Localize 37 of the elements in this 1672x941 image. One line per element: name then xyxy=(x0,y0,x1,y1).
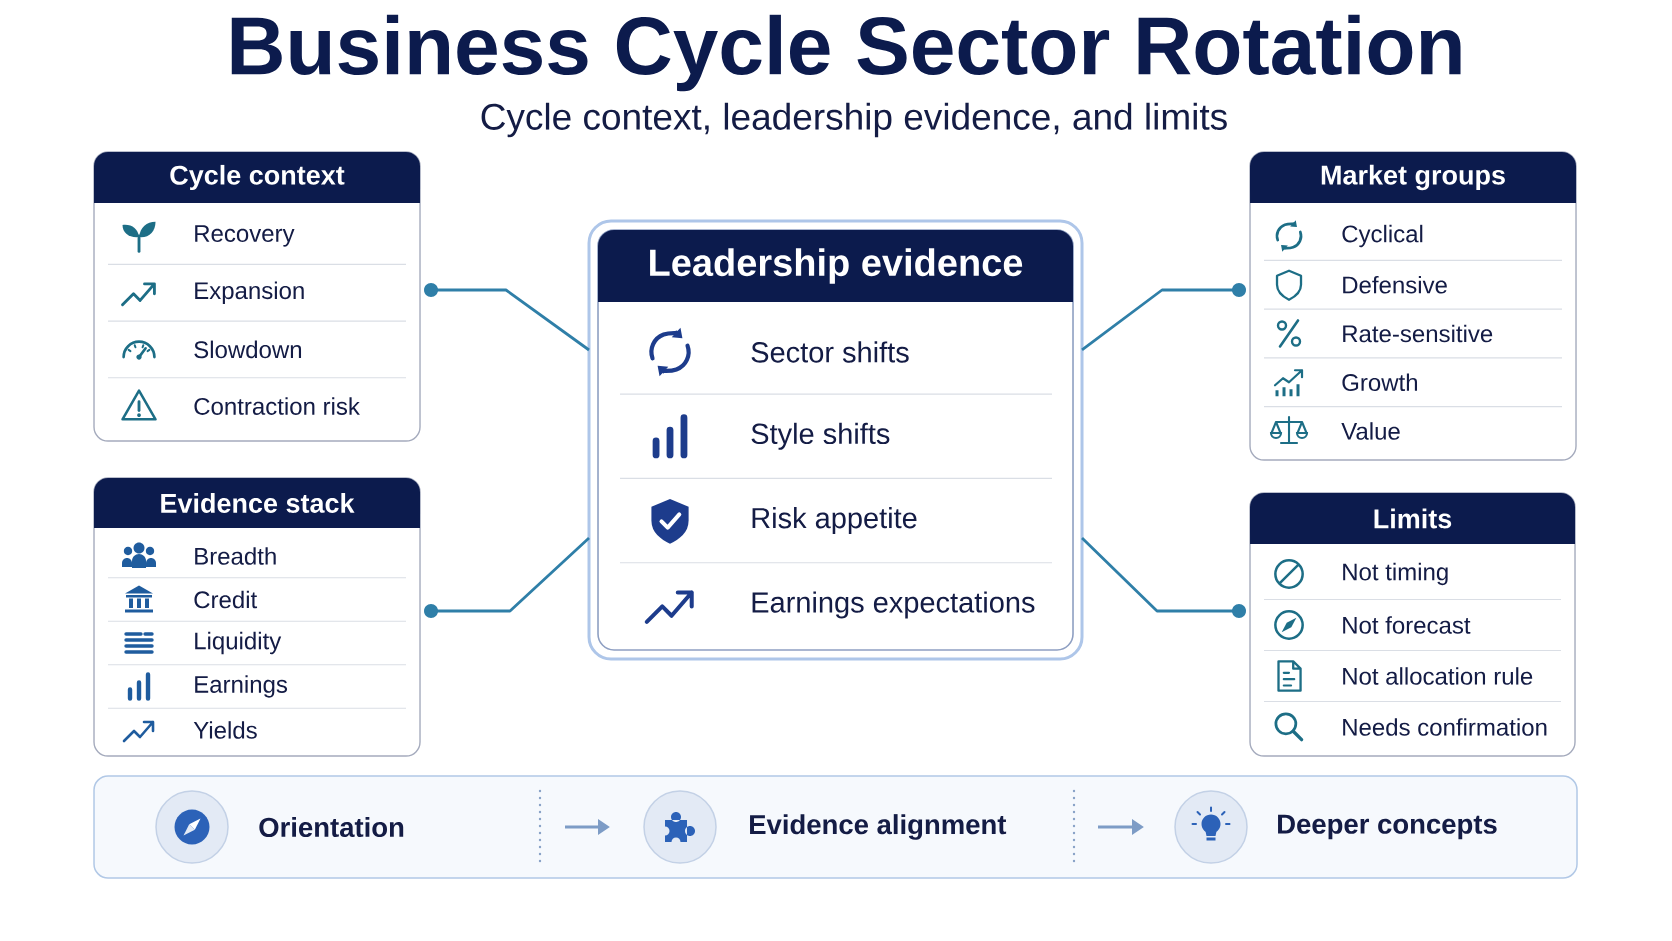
list-item: Value xyxy=(1341,422,1400,440)
list-item: Contraction risk xyxy=(194,397,360,415)
panel-header: Cycle context xyxy=(94,152,420,203)
list-item: Risk appetite xyxy=(752,507,917,535)
list-item: Not allocation rule xyxy=(1343,667,1533,685)
panel-header: Evidence stack xyxy=(94,478,420,528)
list-item: Earnings expectations xyxy=(752,591,1035,619)
list-item: Recovery xyxy=(195,225,295,247)
list-item: Not timing xyxy=(1343,562,1448,586)
list-item: Yields xyxy=(193,721,257,739)
step-label: Orientation xyxy=(259,816,404,838)
list-item: Slowdown xyxy=(194,340,302,359)
list-item: Needs confirmation xyxy=(1343,718,1547,736)
list-item: Sector shifts xyxy=(751,341,909,363)
panel-header: Market groups xyxy=(1250,152,1576,203)
list-item: Growth xyxy=(1342,373,1417,392)
list-item: Cyclical xyxy=(1342,224,1423,248)
band xyxy=(93,775,1578,879)
connector xyxy=(1081,537,1246,618)
step-label: Deeper concepts xyxy=(1278,814,1497,840)
connector xyxy=(424,283,590,352)
list-item: Defensive xyxy=(1343,275,1447,294)
card-header: Leadership evidence xyxy=(598,230,1073,302)
subtitle: Cycle context, leadership evidence, and limits xyxy=(481,102,1227,138)
list-item: Style shifts xyxy=(751,422,890,450)
list-item: Breadth xyxy=(195,547,276,565)
list-item: Liquidity xyxy=(195,631,282,655)
list-item: Rate-sensitive xyxy=(1343,324,1493,343)
connector xyxy=(424,536,590,618)
connector xyxy=(1081,283,1246,352)
panel-header: Limits xyxy=(1250,493,1575,544)
list-item: Credit xyxy=(194,590,258,609)
list-item: Expansion xyxy=(195,281,304,304)
list-item: Not forecast xyxy=(1343,616,1471,634)
list-item: Earnings xyxy=(195,675,288,698)
step-label: Evidence alignment xyxy=(750,814,1007,840)
title: Business Cycle Sector Rotation xyxy=(231,14,1461,92)
